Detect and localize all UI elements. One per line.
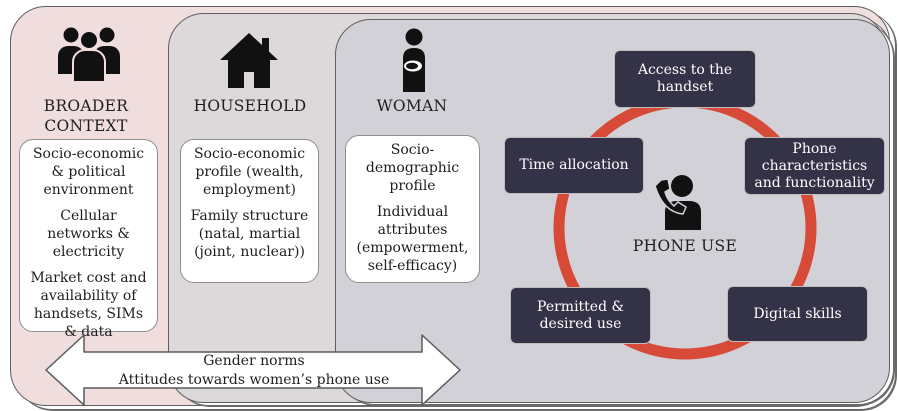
household-item: Socio-economic profile (wealth, employme…	[193, 146, 306, 198]
broader-item: Cellular networks & electricity	[47, 208, 130, 260]
broader-item: Socio-economic & political environment	[32, 146, 145, 198]
broader-context-title: BROADER CONTEXT	[30, 96, 142, 136]
broader-context-card: Socio-economic & political environment C…	[19, 139, 158, 340]
broader-title-line2: CONTEXT	[44, 117, 128, 135]
factor-permitted-desired-use: Permitted & desired use	[510, 287, 651, 344]
woman-with-baby-icon	[403, 28, 425, 92]
woman-card: Socio-demographic profile Individual att…	[345, 135, 480, 283]
factor-access-to-handset: Access to the handset	[614, 50, 756, 108]
household-card: Socio-economic profile (wealth, employme…	[180, 139, 319, 283]
house-icon	[220, 33, 278, 88]
group-people-icon	[58, 27, 120, 83]
broader-title-line1: BROADER	[43, 97, 129, 115]
person-on-phone-icon	[654, 175, 701, 230]
gender-norms-double-arrow	[45, 334, 461, 406]
broader-item: Market cost and availability of handsets…	[30, 270, 147, 340]
household-item: Family structure (natal, martial (joint,…	[190, 208, 309, 260]
norms-line1: Gender norms	[203, 353, 305, 369]
phone-use-label: PHONE USE	[632, 237, 738, 255]
norms-line2: Attitudes towards women’s phone use	[118, 372, 390, 388]
woman-title: WOMAN	[376, 97, 448, 115]
factor-phone-characteristics: Phone characteristics and functionality	[744, 137, 885, 195]
household-title: HOUSEHOLD	[193, 97, 307, 115]
woman-item: Socio-demographic profile	[365, 142, 460, 194]
gender-norms-label: Gender norms Attitudes towards women’s p…	[84, 352, 424, 390]
factor-digital-skills: Digital skills	[727, 286, 868, 342]
woman-item: Individual attributes (empowerment, self…	[356, 204, 469, 274]
factor-time-allocation: Time allocation	[504, 137, 644, 194]
